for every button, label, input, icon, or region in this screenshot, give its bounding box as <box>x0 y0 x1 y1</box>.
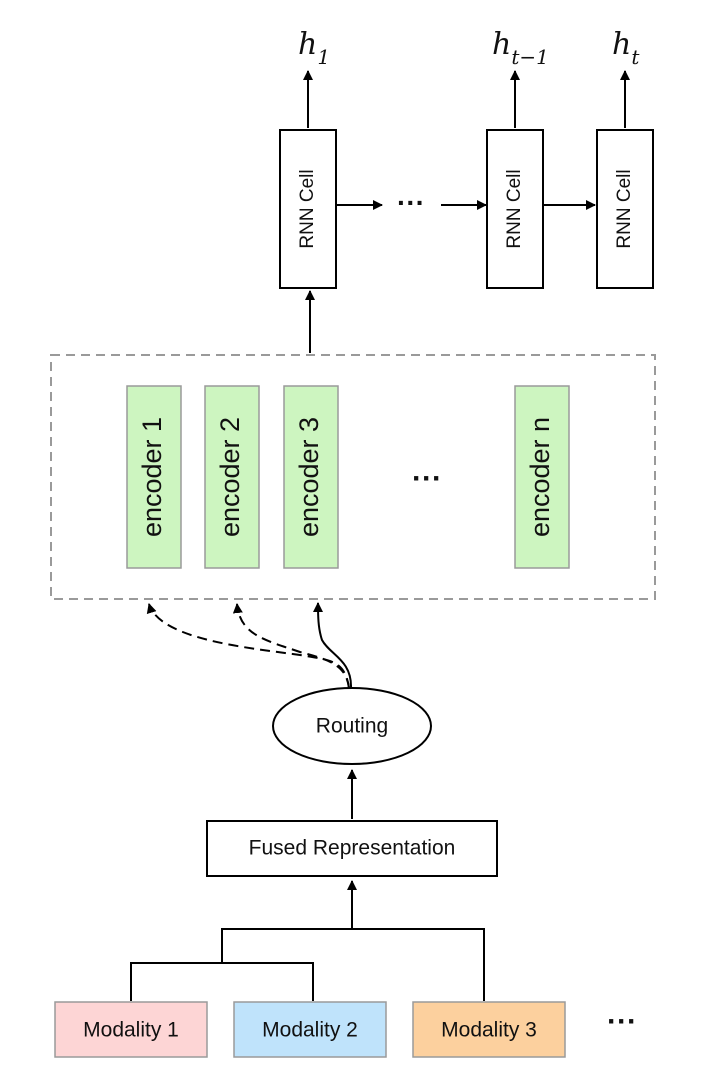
output-h1-sub: 1 <box>317 45 330 69</box>
encoder-n: encoder n <box>514 385 570 569</box>
rnn-cell-2-label: RNN Cell <box>504 169 525 248</box>
modality-3: Modality 3 <box>412 1001 566 1058</box>
encoder-2-label: encoder 2 <box>215 417 245 537</box>
modality-1-label: Modality 1 <box>83 1019 179 1042</box>
rnn-cell-3-label: RNN Cell <box>614 169 635 248</box>
routing-label: Routing <box>316 715 388 738</box>
encoder-3-label: encoder 3 <box>294 417 324 537</box>
encoder-n-label: encoder n <box>525 417 555 537</box>
output-ht-base: h <box>612 27 631 62</box>
output-ht: ht <box>612 27 640 69</box>
output-ht-sub: t <box>631 45 640 69</box>
modality-ellipsis: ··· <box>607 1005 637 1038</box>
output-h1-base: h <box>298 27 317 62</box>
rnn-cell-2: RNN Cell <box>486 129 544 289</box>
encoder-group-box <box>50 354 656 600</box>
output-ht-minus-1-sub: t−1 <box>511 45 549 69</box>
fused-representation-label: Fused Representation <box>249 837 456 860</box>
routing-node: Routing <box>272 687 432 765</box>
svg-text:h1: h1 <box>298 27 330 69</box>
svg-text:ht−1: ht−1 <box>492 27 549 69</box>
modality-3-label: Modality 3 <box>441 1019 537 1042</box>
modality-combination-tree <box>130 928 485 1001</box>
output-h1: h1 <box>298 27 330 69</box>
output-ht-minus-1: ht−1 <box>492 27 549 69</box>
rnn-cell-1: RNN Cell <box>279 129 337 289</box>
rnn-cell-3: RNN Cell <box>596 129 654 289</box>
rnn-ellipsis: ··· <box>397 187 425 218</box>
rnn-cell-1-label: RNN Cell <box>297 169 318 248</box>
route-solid-to-encoder-3 <box>313 602 353 689</box>
output-ht-minus-1-base: h <box>492 27 511 62</box>
encoder-3: encoder 3 <box>283 385 339 569</box>
encoder-1-label: encoder 1 <box>137 417 167 537</box>
encoder-1: encoder 1 <box>126 385 182 569</box>
route-dashed-to-encoder-2 <box>232 603 350 689</box>
modality-2: Modality 2 <box>233 1001 387 1058</box>
svg-text:ht: ht <box>612 27 640 69</box>
modality-1: Modality 1 <box>54 1001 208 1058</box>
modality-2-label: Modality 2 <box>262 1019 358 1042</box>
encoder-ellipsis: ··· <box>412 462 442 495</box>
fused-representation-box: Fused Representation <box>206 820 498 877</box>
route-dashed-to-encoder-1 <box>146 603 350 689</box>
encoder-2: encoder 2 <box>204 385 260 569</box>
